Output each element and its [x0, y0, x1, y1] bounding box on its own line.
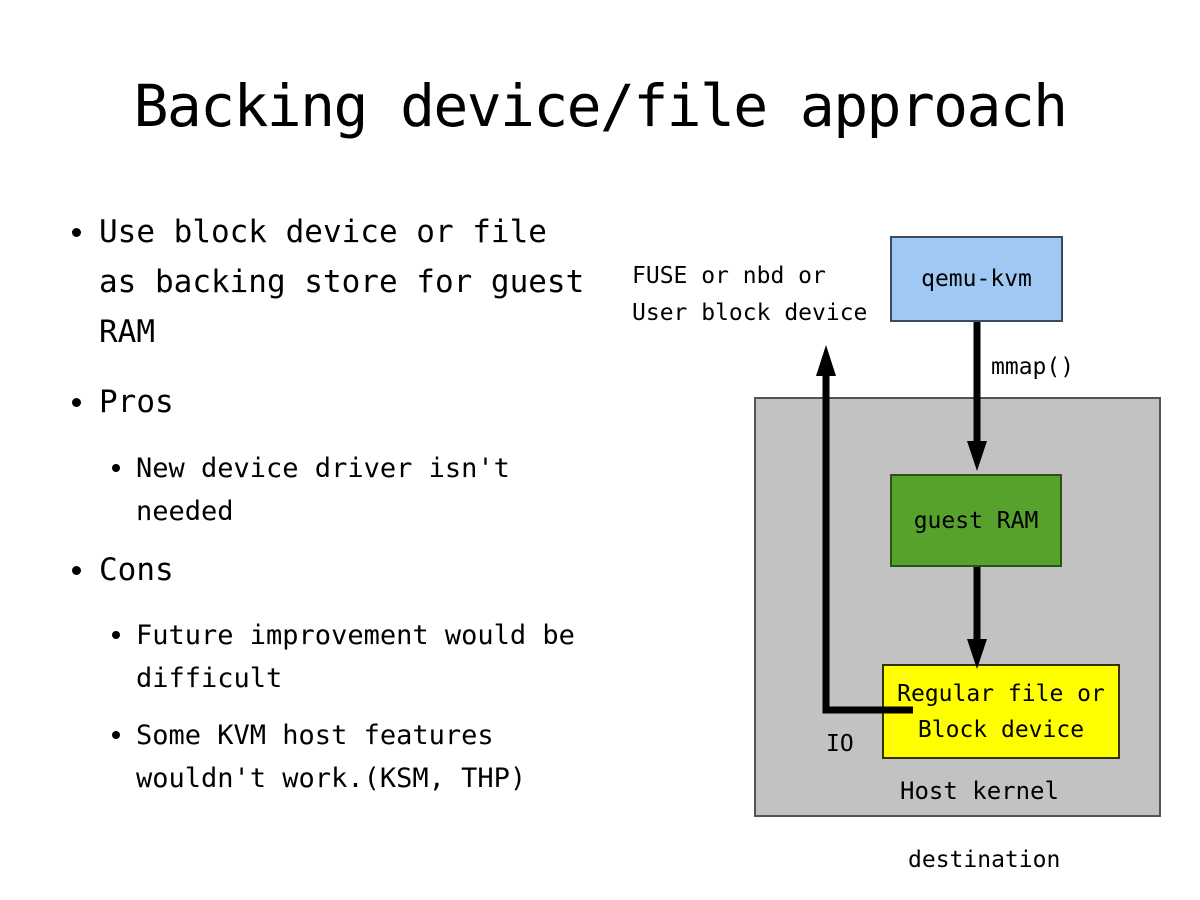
host-kernel-label: Host kernel	[900, 777, 1059, 805]
list-item-text: Pros	[99, 384, 174, 420]
list-item: New device driver isn't needed	[112, 447, 620, 533]
bullet-dot	[72, 228, 81, 237]
bullet-dot	[112, 731, 120, 739]
list-item-text: Cons	[99, 552, 174, 588]
regular-file-box-line2: Block device	[917, 716, 1085, 743]
list-item-text: Future improvement would be difficult	[136, 620, 575, 694]
list-item-text: Some KVM host features wouldn't work.(KS…	[136, 720, 527, 794]
list-item: Cons	[60, 550, 620, 590]
bullet-dot	[72, 398, 81, 407]
bullet-dot	[112, 631, 120, 639]
fuse-label: FUSE or nbd or User block device	[632, 258, 867, 332]
list-item: Pros	[60, 382, 620, 422]
list-item: Future improvement would be difficult	[112, 614, 620, 700]
mmap-label: mmap()	[991, 354, 1075, 380]
io-label: IO	[826, 731, 854, 757]
list-item: Some KVM host features wouldn't work.(KS…	[112, 714, 620, 800]
regular-file-box-line1: Regular file or	[897, 680, 1105, 707]
list-item-text: New device driver isn't needed	[136, 453, 510, 527]
bullet-list: Use block device or file as backing stor…	[60, 207, 620, 800]
fuse-label-line1: FUSE or nbd or	[632, 263, 826, 289]
slide-title: Backing device/file approach	[133, 72, 1069, 140]
list-item: Use block device or file as backing stor…	[60, 207, 620, 357]
bullet-dot	[112, 464, 120, 472]
fuse-label-line2: User block device	[632, 300, 868, 326]
guest-ram-box-label: guest RAM	[913, 507, 1039, 534]
qemu-kvm-box-label: qemu-kvm	[921, 266, 1032, 292]
destination-label: destination	[908, 847, 1061, 873]
qemu-kvm-box: qemu-kvm	[890, 236, 1063, 322]
regular-file-box: Regular file or Block device	[882, 664, 1120, 759]
bullet-dot	[72, 566, 81, 575]
list-item-text: Use block device or file as backing stor…	[99, 214, 585, 350]
guest-ram-box: guest RAM	[890, 474, 1062, 567]
